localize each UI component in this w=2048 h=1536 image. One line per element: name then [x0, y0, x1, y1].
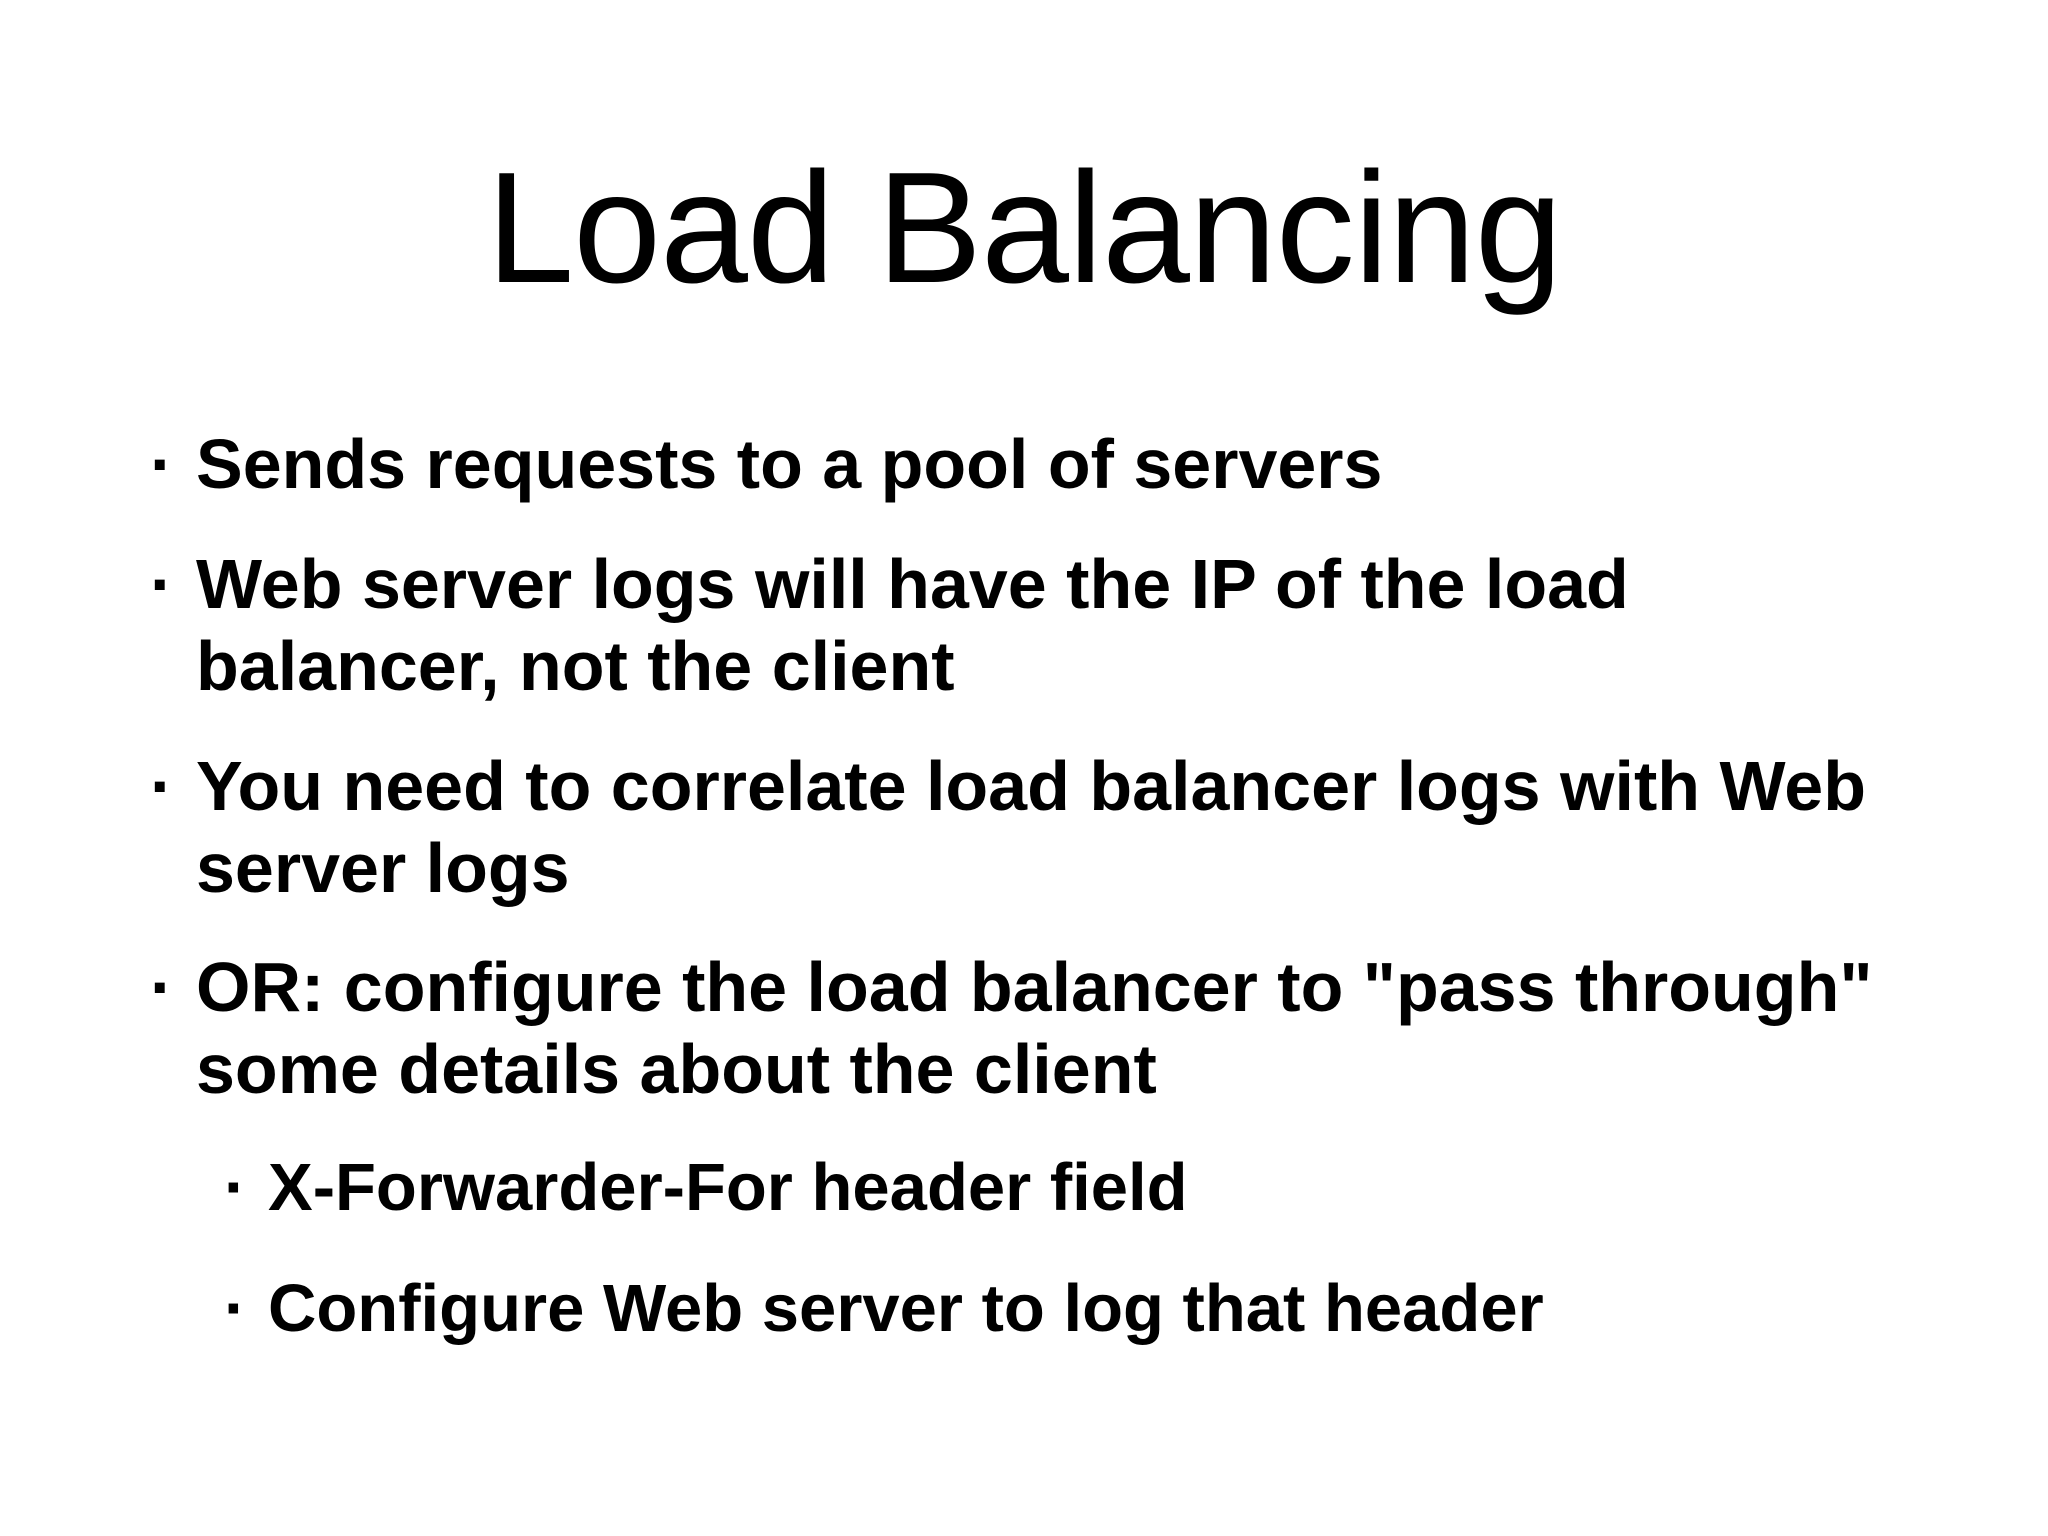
bullet-item: · Web server logs will have the IP of the…: [150, 544, 1910, 708]
bullet-item: · Sends requests to a pool of servers: [150, 424, 1910, 506]
bullet-list: · Sends requests to a pool of servers · Web…: [150, 424, 1910, 1390]
page-title: Load Balancing: [486, 140, 1562, 316]
bullet-item: · You need to correlate load balancer log…: [150, 746, 1910, 910]
bullet-text: Configure Web server to log that header: [268, 1270, 1544, 1346]
bullet-text: OR: configure the load balancer to "pass…: [196, 948, 1873, 1109]
bullet-text: Sends requests to a pool of servers: [196, 425, 1383, 503]
bullet-dot-icon: ·: [150, 425, 174, 503]
bullet-text: Web server logs will have the IP of the …: [196, 544, 1629, 705]
bullet-dot-icon: ·: [150, 746, 174, 825]
bullet-item: · OR: configure the load balancer to "pas…: [150, 947, 1910, 1111]
bullet-dot-icon: ·: [224, 1150, 247, 1226]
bullet-item: · X-Forwarder-For header field: [150, 1149, 1910, 1227]
bullet-text: You need to correlate load balancer logs…: [196, 746, 1866, 907]
bullet-text: X-Forwarder-For header field: [268, 1150, 1188, 1226]
bullet-item: · Configure Web server to log that header: [150, 1270, 1910, 1348]
bullet-dot-icon: ·: [224, 1270, 247, 1346]
bullet-dot-icon: ·: [150, 544, 174, 623]
bullet-dot-icon: ·: [150, 948, 174, 1027]
